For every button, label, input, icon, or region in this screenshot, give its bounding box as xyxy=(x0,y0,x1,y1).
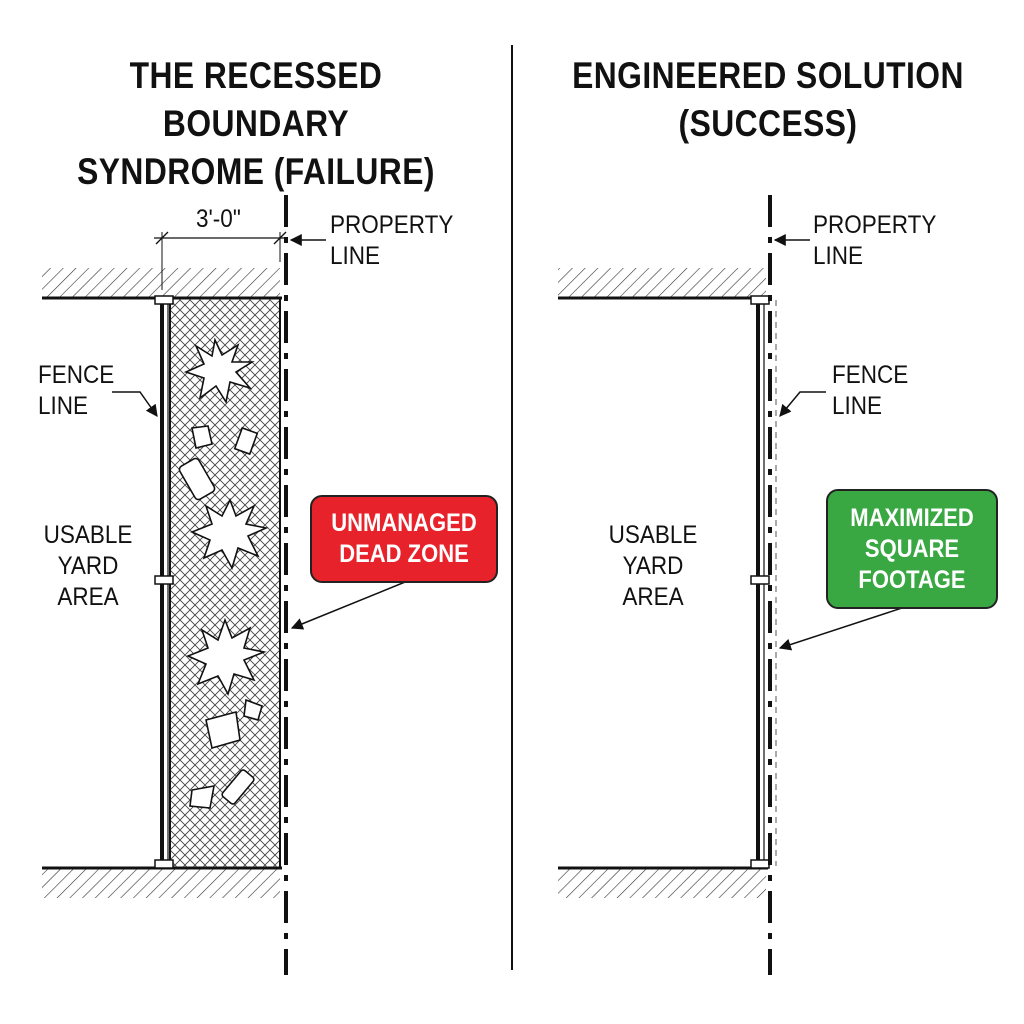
dimension-label: 3'-0" xyxy=(196,205,241,233)
right-title-line2: (SUCCESS) xyxy=(678,103,858,144)
left-title-line2: SYNDROME (FAILURE) xyxy=(77,151,435,192)
right-bottom-ground xyxy=(558,868,766,898)
right-top-ground xyxy=(558,268,766,298)
right-fence-line-label-1: FENCE xyxy=(832,361,909,389)
overgrowth-debris xyxy=(178,337,269,809)
dead-zone-badge-line1: UNMANAGED xyxy=(331,509,477,537)
right-yard-label-1: USABLE xyxy=(608,521,698,549)
right-fence-line-label-2: LINE xyxy=(832,392,883,420)
right-property-line-label-2: LINE xyxy=(813,242,864,270)
left-title-line1: THE RECESSED BOUNDARY xyxy=(129,55,383,144)
dead-zone-badge-line2: DEAD ZONE xyxy=(339,540,469,568)
left-yard-label-1: USABLE xyxy=(43,521,133,549)
maximized-footage-badge-line3: FOOTAGE xyxy=(858,565,966,594)
right-fence-line-label: FENCE LINE xyxy=(832,360,908,422)
right-title: ENGINEERED SOLUTION (SUCCESS) xyxy=(548,52,988,148)
right-panel-drawing xyxy=(558,195,909,975)
left-property-line-label: PROPERTY LINE xyxy=(330,210,453,272)
maximized-footage-badge: MAXIMIZED SQUARE FOOTAGE xyxy=(826,489,998,609)
left-top-ground xyxy=(42,268,280,298)
right-yard-label: USABLE YARD AREA xyxy=(608,520,698,613)
left-property-line-label-1: PROPERTY xyxy=(330,211,454,239)
left-yard-label-3: AREA xyxy=(57,583,119,611)
left-fence-line-label-1: FENCE xyxy=(38,361,115,389)
left-fence-line-label-2: LINE xyxy=(38,392,89,420)
left-bottom-ground xyxy=(42,868,280,898)
left-yard-label-2: YARD xyxy=(57,552,119,580)
maximized-footage-badge-line2: SQUARE xyxy=(864,534,960,563)
right-property-line-label: PROPERTY LINE xyxy=(813,210,936,272)
left-fence-line-label: FENCE LINE xyxy=(38,360,114,422)
left-panel-drawing xyxy=(42,195,411,975)
dead-zone-badge: UNMANAGED DEAD ZONE xyxy=(310,495,498,583)
right-yard-label-3: AREA xyxy=(622,583,684,611)
maximized-footage-badge-line1: MAXIMIZED xyxy=(850,503,974,532)
left-yard-label: USABLE YARD AREA xyxy=(43,520,133,613)
right-yard-label-2: YARD xyxy=(622,552,684,580)
left-property-line-label-2: LINE xyxy=(330,242,381,270)
left-title: THE RECESSED BOUNDARY SYNDROME (FAILURE) xyxy=(36,52,476,196)
right-property-line-label-1: PROPERTY xyxy=(813,211,937,239)
right-title-line1: ENGINEERED SOLUTION xyxy=(572,55,964,96)
